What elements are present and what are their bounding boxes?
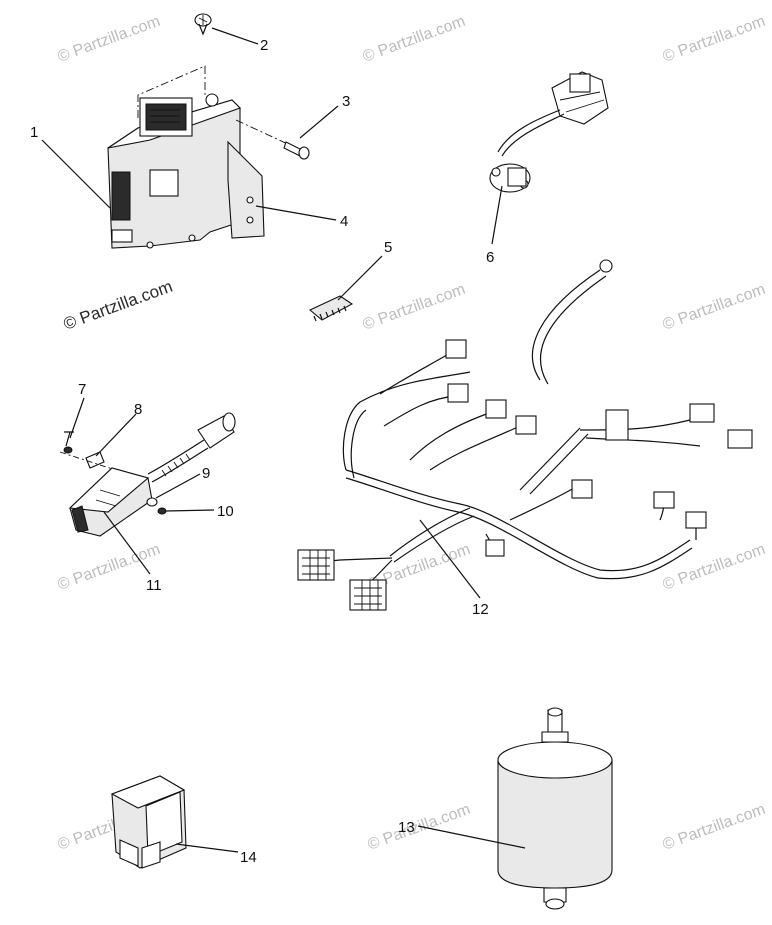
watermark: © Partzilla.com xyxy=(361,13,468,66)
part-3-bolt xyxy=(235,119,310,160)
part-1-ecu-box xyxy=(107,65,242,249)
part-2-screw xyxy=(194,13,212,36)
part-11-switch xyxy=(68,412,236,537)
callout-4: 4 xyxy=(340,213,348,230)
callout-8: 8 xyxy=(134,401,142,418)
part-13-fuel-filter xyxy=(497,707,613,910)
watermark: © Partzilla.com xyxy=(361,281,468,334)
callout-10: 10 xyxy=(217,503,234,520)
callout-13: 13 xyxy=(398,819,415,836)
callout-5: 5 xyxy=(384,239,392,256)
callouts: 1 2 3 4 5 6 7 8 9 10 11 12 13 14 xyxy=(30,37,494,866)
watermark: © Partzilla.com xyxy=(661,281,768,334)
watermark: © Partzilla.com xyxy=(661,801,768,854)
part-7-screw xyxy=(63,431,74,454)
part-6-sensor xyxy=(489,71,609,193)
callout-1: 1 xyxy=(30,124,38,141)
part-12-wiring-harness xyxy=(297,259,753,611)
callout-2: 2 xyxy=(260,37,268,54)
callout-12: 12 xyxy=(472,601,489,618)
part-10-nut xyxy=(157,507,167,515)
callout-7: 7 xyxy=(78,381,86,398)
callout-6: 6 xyxy=(486,249,494,266)
watermark: © Partzilla.com xyxy=(661,13,768,66)
part-9-washer xyxy=(146,497,158,507)
watermark-prominent: © Partzilla.com xyxy=(61,277,175,334)
callout-14: 14 xyxy=(240,849,257,866)
callout-9: 9 xyxy=(202,465,210,482)
leader-lines xyxy=(41,27,526,853)
watermark: © Partzilla.com xyxy=(56,13,163,66)
part-5-chip xyxy=(308,295,354,322)
callout-3: 3 xyxy=(342,93,350,110)
callout-11: 11 xyxy=(146,577,162,594)
part-14-relay xyxy=(110,775,187,869)
watermark: © Partzilla.com xyxy=(366,801,473,854)
part-4-bracket xyxy=(227,140,265,239)
